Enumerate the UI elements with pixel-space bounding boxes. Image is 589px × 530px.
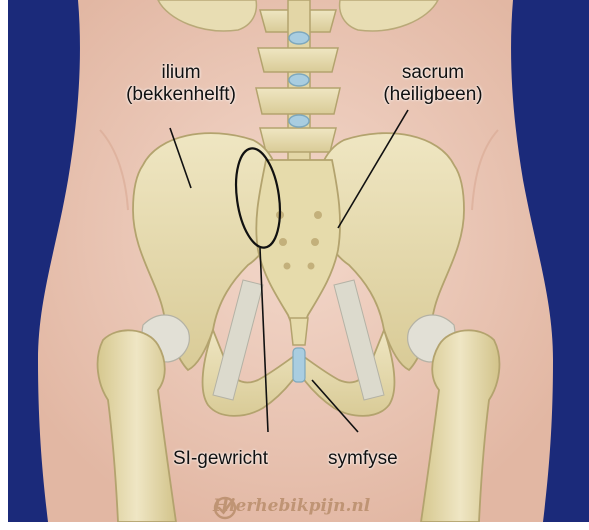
si-joint-label: SI-gewricht xyxy=(173,448,268,470)
ilium-name-text: ilium xyxy=(106,62,256,84)
symphysis-cartilage xyxy=(293,348,305,382)
sacrum-dutch-text: (heiligbeen) xyxy=(363,84,503,106)
illustration-panel: ilium (bekkenhelft) sacrum (heiligbeen) … xyxy=(8,0,589,522)
watermark: Hierhebikpijn.nl xyxy=(213,496,370,516)
symphysis-label: symfyse xyxy=(328,448,398,470)
ilium-dutch-text: (bekkenhelft) xyxy=(106,84,256,106)
coccyx-bone xyxy=(290,318,308,345)
sacrum-name-text: sacrum xyxy=(363,62,503,84)
sacrum-label: sacrum (heiligbeen) xyxy=(363,62,503,106)
check-circle-logo-icon xyxy=(213,496,237,520)
ilium-label: ilium (bekkenhelft) xyxy=(106,62,256,106)
